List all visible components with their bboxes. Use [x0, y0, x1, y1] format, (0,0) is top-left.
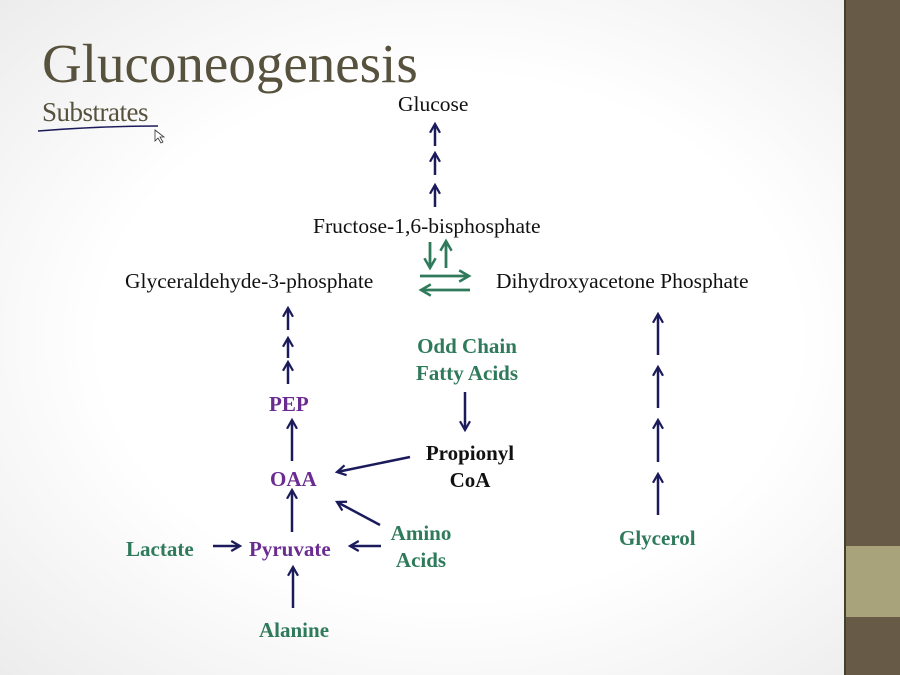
label-line: Fatty Acids	[415, 361, 519, 386]
node-glycerol: Glycerol	[619, 526, 696, 550]
node-odd-chain-fatty-acids: Odd Chain Fatty Acids	[405, 333, 529, 388]
label-line: Amino	[390, 521, 452, 545]
node-pep: PEP	[269, 392, 309, 416]
mouse-cursor-icon	[154, 129, 166, 144]
arrow-propionyl-to-oaa	[334, 455, 411, 477]
sidebar-accent	[846, 546, 900, 617]
node-glyceraldehyde-3-phosphate: Glyceraldehyde-3-phosphate	[125, 269, 374, 293]
node-propionyl-coa: Propionyl CoA	[414, 440, 526, 495]
node-pyruvate: Pyruvate	[249, 537, 331, 561]
slide-subtitle: Substrates	[42, 97, 149, 127]
node-glucose: Glucose	[398, 92, 469, 116]
node-dihydroxyacetone-phosphate: Dihydroxyacetone Phosphate	[496, 269, 749, 293]
slide-title: Gluconeogenesis	[42, 33, 418, 94]
slide-sidebar	[844, 0, 900, 675]
label-line: CoA	[449, 468, 491, 493]
node-oaa: OAA	[270, 467, 317, 491]
node-fructose-16-bisphosphate: Fructose-1,6-bisphosphate	[313, 214, 541, 238]
label-line: Acids	[395, 548, 447, 573]
label-line: Odd Chain	[417, 334, 517, 358]
node-lactate: Lactate	[126, 537, 194, 561]
underline-annotation	[37, 125, 159, 132]
label-line: Propionyl	[425, 441, 515, 465]
node-alanine: Alanine	[259, 618, 330, 642]
node-amino-acids: Amino Acids	[383, 520, 459, 575]
arrow-amino-to-oaa	[335, 500, 381, 527]
